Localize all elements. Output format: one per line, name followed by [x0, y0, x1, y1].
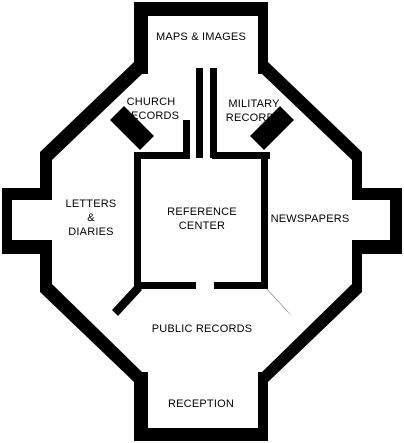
- wall-military-bottom: [212, 152, 270, 159]
- wall-reference-right: [261, 152, 268, 288]
- floor-left-bump: [12, 200, 48, 240]
- wall-reference-left: [134, 152, 141, 288]
- wall-church-diagonal: [110, 106, 154, 150]
- wall-reference-bottom-left: [134, 282, 196, 289]
- floor-right-bump: [358, 200, 390, 240]
- wall-center-right-upper: [210, 68, 217, 158]
- opening-reception: [148, 366, 258, 388]
- wall-center-left-upper: [196, 68, 203, 158]
- floor-maps-room: [148, 16, 258, 60]
- opening-left-bump: [44, 200, 58, 240]
- opening-maps: [148, 56, 258, 78]
- floor-reception-room: [148, 384, 258, 428]
- wall-public-diagonal-right: [262, 284, 292, 316]
- wall-reference-bottom-right: [214, 282, 268, 289]
- opening-right-bump: [346, 200, 360, 240]
- wall-public-diagonal-left: [112, 284, 142, 316]
- wall-military-diagonal: [250, 106, 294, 150]
- wall-church-inner-stub: [183, 120, 190, 159]
- wall-church-bottom: [134, 152, 188, 159]
